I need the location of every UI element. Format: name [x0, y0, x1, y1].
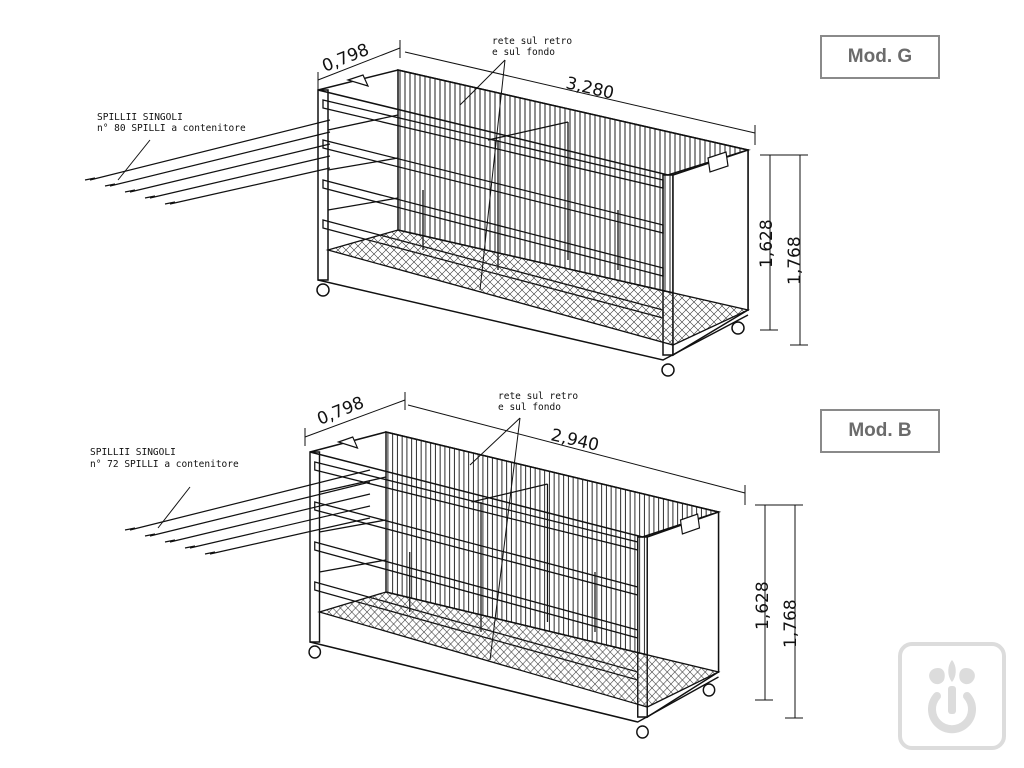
spikes-note-line1-g: SPILLII SINGOLI	[97, 112, 183, 123]
net-note-line2-b: e sul fondo	[498, 402, 561, 413]
net-note-line2-g: e sul fondo	[492, 47, 555, 58]
plant-power-logo-icon	[898, 642, 1006, 750]
height-inner-dim-g: 1,628	[757, 219, 777, 268]
height-total-dim-b: 1,768	[781, 599, 801, 648]
net-note-line1-g: rete sul retro	[492, 36, 572, 47]
length-dim-g: 3,280	[564, 73, 616, 103]
spikes-note-line2-g: n° 80 SPILLI a contenitore	[97, 123, 246, 134]
net-note-line1-b: rete sul retro	[498, 391, 578, 402]
spikes-note-line1-b: SPILLII SINGOLI	[90, 447, 176, 458]
spikes-note-line2-b: n° 72 SPILLI a contenitore	[90, 459, 239, 470]
model-label-g: Mod. G	[820, 35, 940, 79]
cart-drawing-b: 0,798 2,940 1,628 1,768 rete sul retro e…	[90, 391, 803, 739]
height-inner-dim-b: 1,628	[753, 581, 773, 630]
width-dim-g: 0,798	[319, 40, 372, 77]
height-total-dim-g: 1,768	[785, 236, 805, 285]
length-dim-b: 2,940	[549, 425, 601, 455]
model-label-b: Mod. B	[820, 409, 940, 453]
cart-drawing-g: 0,798 3,280 1,628 1,768 rete sul retro e…	[84, 36, 808, 377]
